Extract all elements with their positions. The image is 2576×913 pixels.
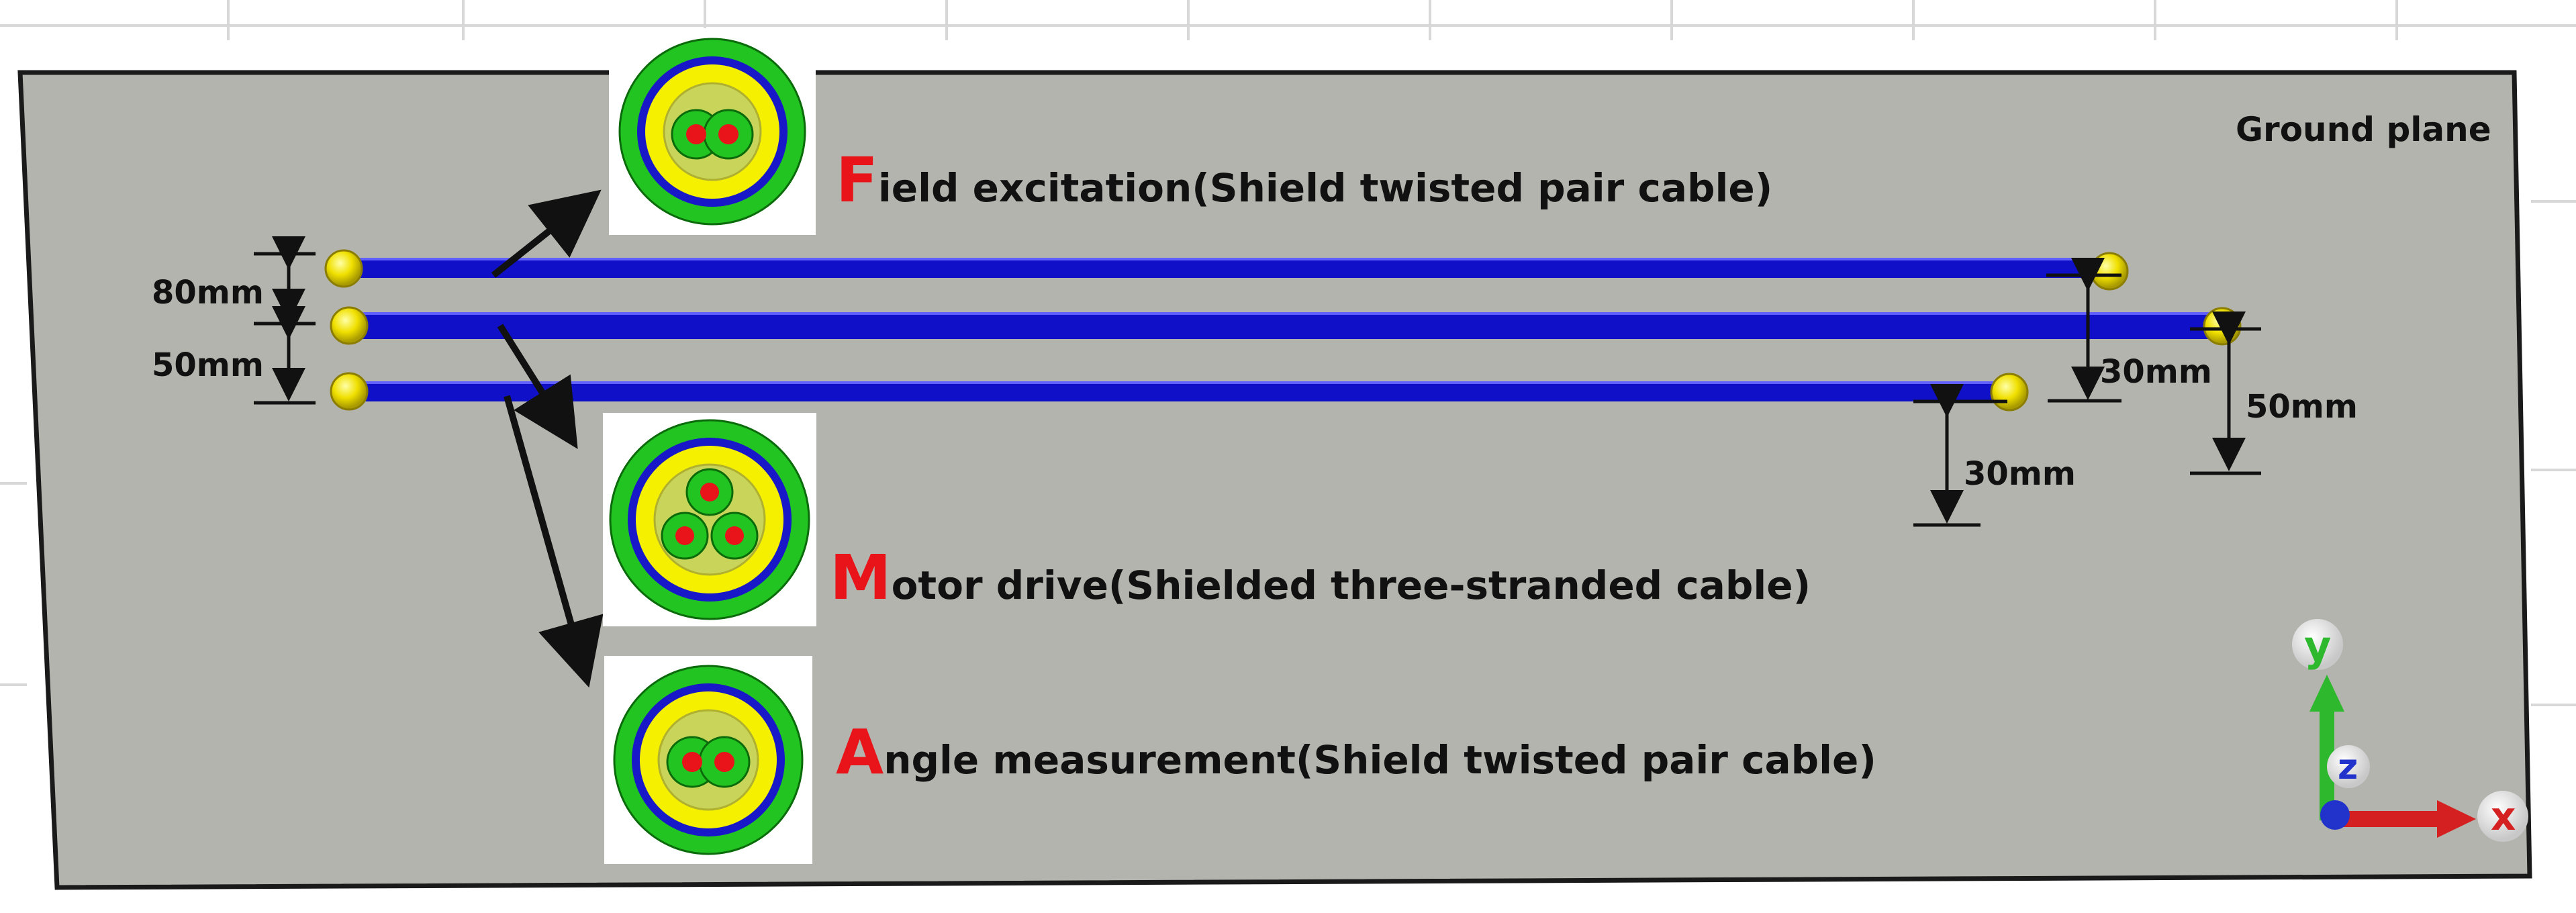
dimension-label-80mm: 80mm [152,274,264,311]
caption-first-letter: M [830,542,892,614]
z-axis-ball-icon [2327,745,2370,788]
caption-text: ngle measurement(Shield twisted pair cab… [884,737,1876,783]
caption-motor-drive: Motor drive(Shielded three-stranded cabl… [830,542,1811,614]
arrow-to-angle-icon [504,395,604,688]
left-dimensions [254,236,316,405]
arrow-to-motor-icon [497,324,578,449]
node-motor-left [330,306,369,345]
dimension-label-50mm-left: 50mm [152,346,264,384]
node-angle-right [1990,373,2029,412]
twisted-pair-cross-section-icon [604,656,812,864]
dimension-label-50mm-right: 50mm [2246,388,2358,426]
twisted-pair-cross-section-icon [609,28,816,235]
node-angle-left [330,372,369,411]
caption-first-letter: A [836,716,884,788]
z-axis-label: z [2338,747,2358,787]
x-axis-ball-icon [2477,791,2528,842]
cable-field-excitation [344,258,2109,278]
caption-text: ield excitation(Shield twisted pair cabl… [878,165,1772,211]
arrow-to-field-icon [491,189,602,278]
dimension-label-30mm-lower: 30mm [1964,455,2076,493]
caption-text: otor drive(Shielded three-stranded cable… [892,563,1811,608]
node-motor-right [2203,307,2242,346]
pointer-arrows [491,189,604,688]
x-axis-label: x [2491,794,2516,839]
axis-triad: y z x [2292,619,2528,842]
node-field-left [324,249,363,288]
background-grid [0,0,2576,706]
caption-field-excitation: Field excitation(Shield twisted pair cab… [836,144,1772,216]
dimension-label-30mm-upper: 30mm [2100,353,2212,391]
right-dimensions [1913,258,2261,527]
three-strand-cross-section-icon [603,413,816,626]
caption-angle-measurement: Angle measurement(Shield twisted pair ca… [836,716,1876,788]
ground-plane-label: Ground plane [2236,110,2491,149]
node-field-right [2090,252,2129,291]
y-axis-label: y [2304,622,2331,671]
y-axis-ball-icon [2292,619,2343,670]
caption-first-letter: F [836,144,878,216]
cable-angle-measurement [349,381,2007,401]
cable-motor-drive [349,312,2222,339]
